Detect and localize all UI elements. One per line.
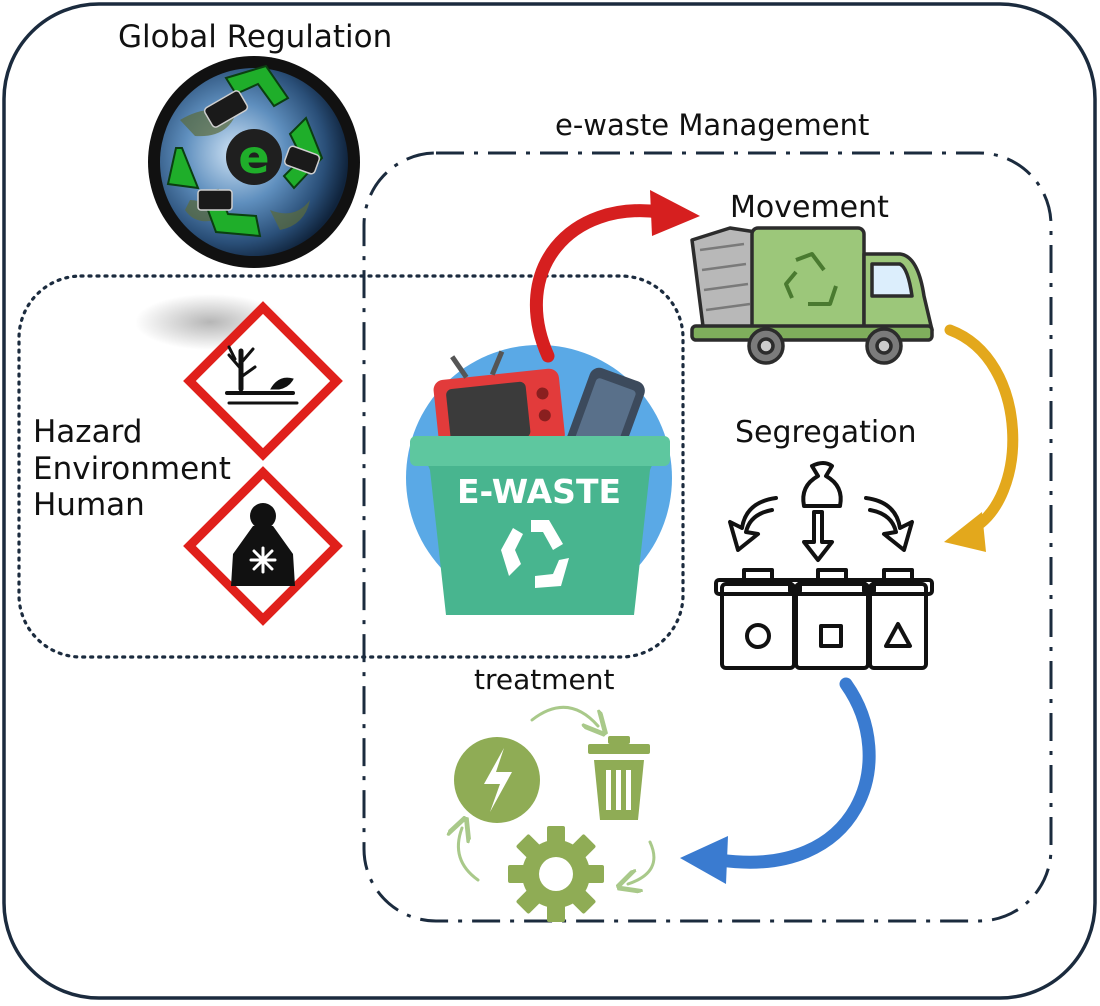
energy-icon xyxy=(454,737,540,823)
arrow-movement-to-segregation xyxy=(944,324,1019,536)
management-label: e-waste Management xyxy=(555,108,870,142)
bin-label: E-WASTE xyxy=(457,472,621,511)
hazard-labels: Hazard Environment Human xyxy=(33,416,231,526)
environment-label: Environment xyxy=(33,450,231,487)
trash-can-icon xyxy=(588,736,650,820)
segregation-label: Segregation xyxy=(735,415,917,450)
health-hazard-icon xyxy=(183,466,343,626)
human-label: Human xyxy=(33,487,145,524)
movement-label: Movement xyxy=(730,190,889,225)
logo-letter: e xyxy=(238,130,269,184)
arrow-segregation-to-treatment xyxy=(713,677,876,869)
garbage-truck-icon xyxy=(690,226,934,365)
hazard-label: Hazard xyxy=(33,414,143,450)
global-regulation-title: Global Regulation xyxy=(118,19,393,55)
treatment-label: treatment xyxy=(474,663,615,696)
arrow-bin-to-movement xyxy=(530,204,667,363)
ewaste-bin-icon: E-WASTE xyxy=(406,345,672,615)
earth-recycle-logo-icon: e xyxy=(148,56,360,268)
management-region xyxy=(362,151,1053,923)
treatment-cycle-arrows xyxy=(458,706,656,884)
gear-icon xyxy=(508,826,604,922)
waste-sorting-icon xyxy=(714,461,934,670)
environment-hazard-icon xyxy=(183,301,343,461)
